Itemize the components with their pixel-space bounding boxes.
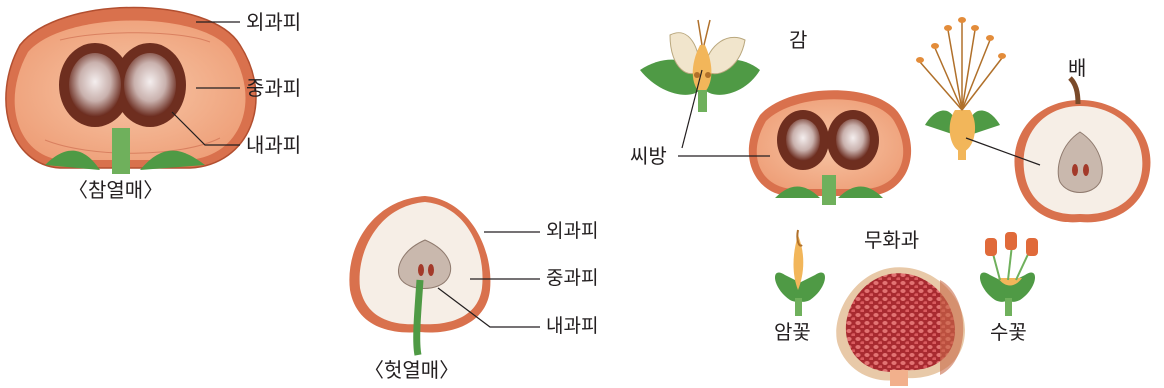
false-fruit-illustration [349, 196, 490, 355]
persimmon-fruit-illustration [749, 90, 911, 205]
false-fruit-exocarp-label: 외과피 [546, 222, 598, 241]
fig-fruit-illustration [836, 267, 965, 386]
false-fruit-mesocarp-label: 중과피 [546, 269, 598, 288]
true-fruit-exocarp-label: 외과피 [246, 12, 301, 32]
true-fruit-illustration [6, 8, 256, 175]
true-fruit-mesocarp-label: 중과피 [246, 78, 301, 98]
fig-female-flower-illustration [775, 230, 825, 316]
true-fruit-caption: 〈참열매〉 [68, 180, 163, 200]
pear-fruit-illustration [1014, 78, 1150, 222]
false-fruit-caption: 〈헛열매〉 [364, 360, 459, 380]
ovary-label: 씨방 [630, 146, 667, 166]
fig-male-flower-illustration [980, 232, 1038, 316]
pear-flower-illustration [916, 17, 1006, 160]
false-fruit-endocarp-label: 내과피 [546, 317, 598, 336]
pear-label: 배 [1068, 58, 1086, 78]
fig-label: 무화과 [864, 230, 919, 250]
persimmon-flower-illustration [640, 20, 760, 112]
male-flower-label: 수꽃 [990, 322, 1027, 342]
persimmon-label: 감 [789, 30, 807, 50]
true-fruit-endocarp-label: 내과피 [246, 135, 301, 155]
female-flower-label: 암꽃 [774, 322, 811, 342]
